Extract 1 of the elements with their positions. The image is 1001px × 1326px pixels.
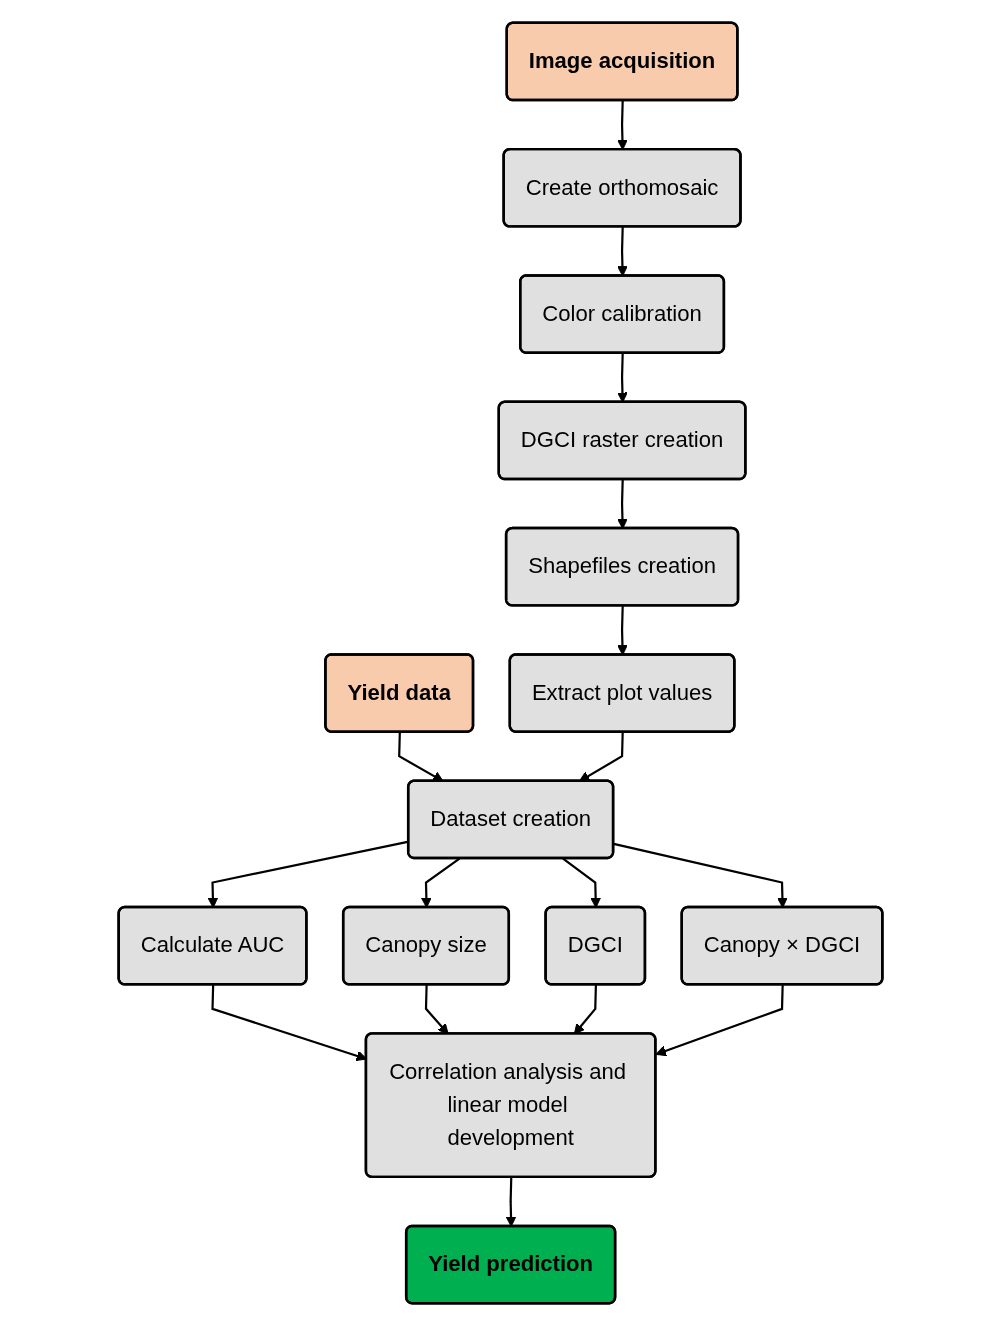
arrow xyxy=(655,984,784,1057)
